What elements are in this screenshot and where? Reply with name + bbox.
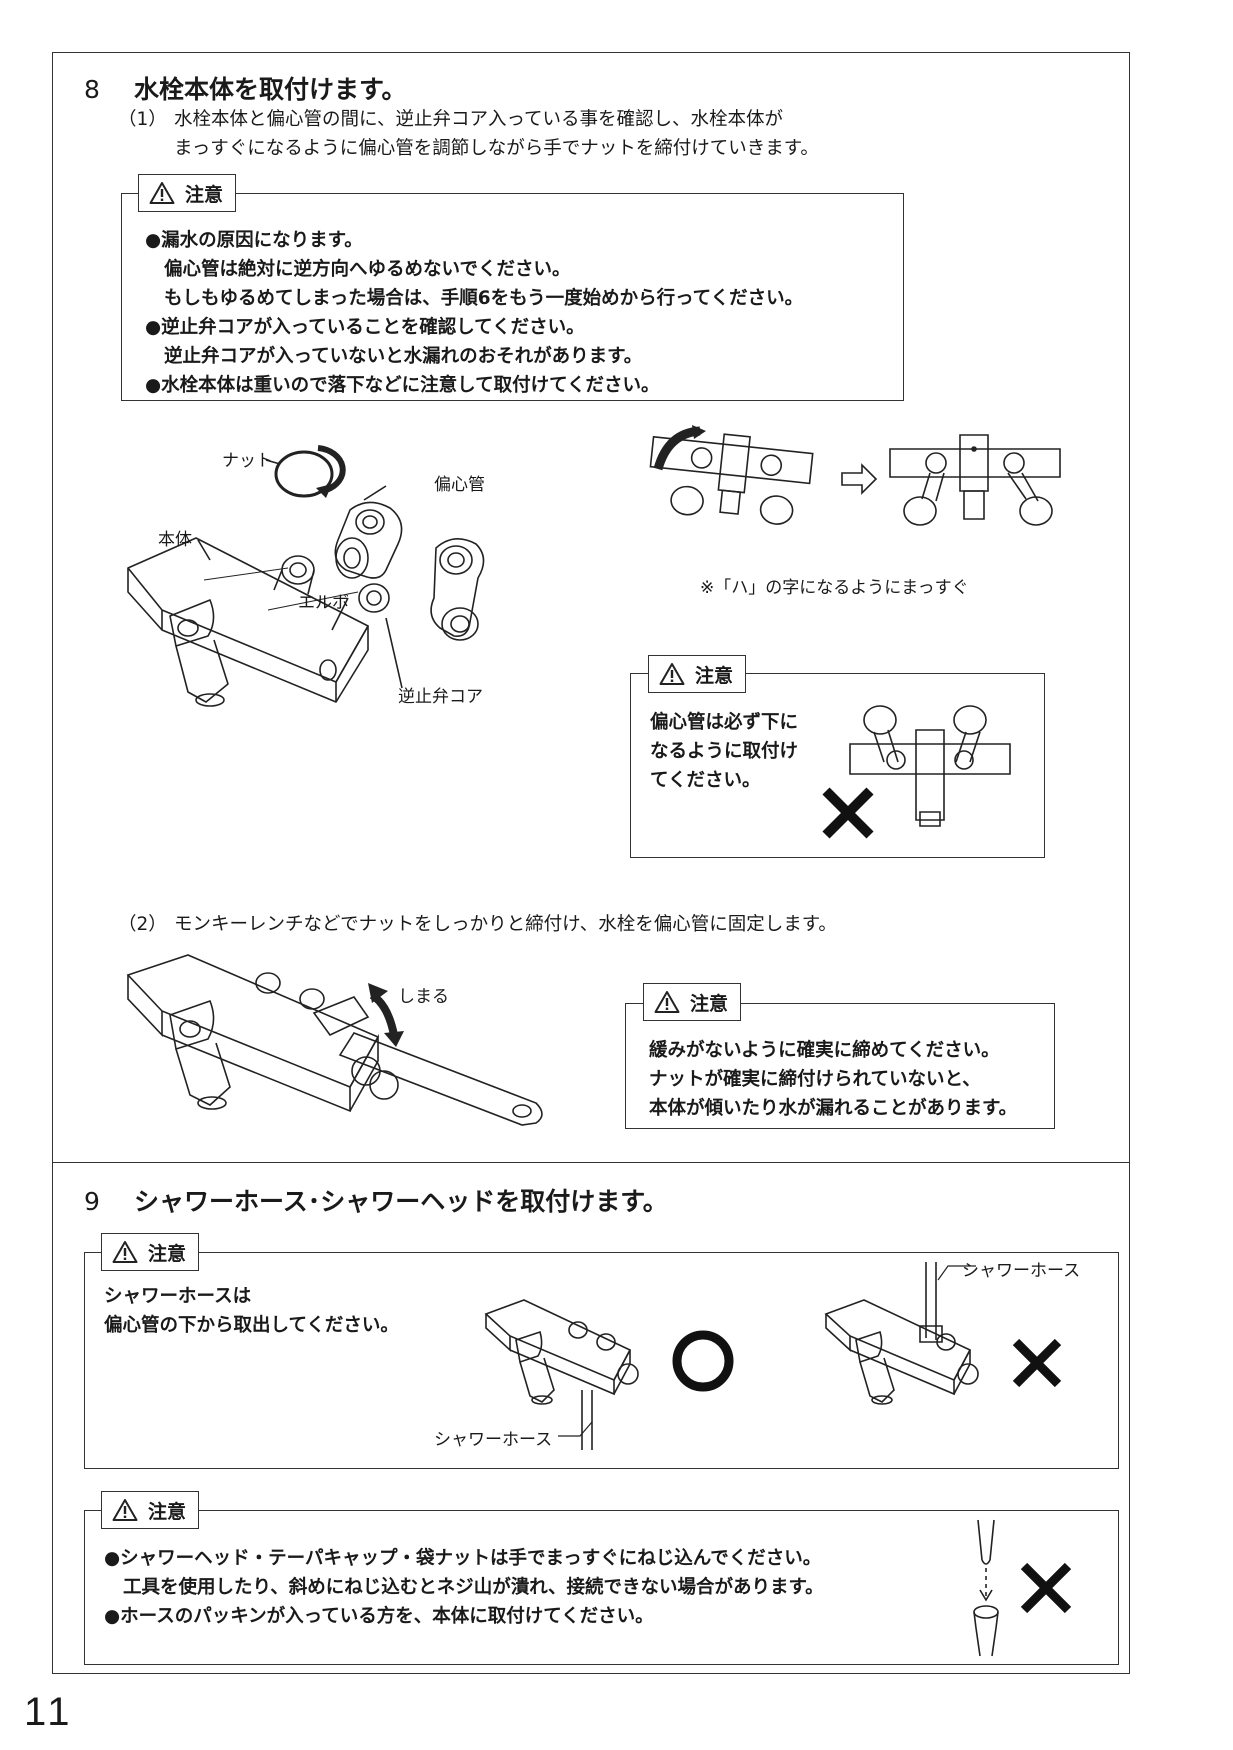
wrong-x-icon [1018, 1560, 1074, 1616]
step8-number: 8 [84, 75, 100, 104]
leader-line [938, 1262, 978, 1282]
section-divider [52, 1162, 1130, 1163]
caution-tag-4-label: 注意 [148, 1242, 187, 1265]
caution1-line: ●漏水の原因になります。 [145, 230, 363, 251]
caution2-line: てください。 [650, 770, 761, 791]
wrong-orientation-illustration [820, 700, 1030, 840]
caution1-line: 偏心管は絶対に逆方向へゆるめないでください。 [164, 259, 571, 280]
wrong-hose-illustration [818, 1262, 998, 1442]
page-frame [52, 52, 1130, 1674]
wrong-x-icon [820, 785, 876, 841]
caution3-text: 緩みがないように確実に締めてください。 ナットが確実に締付けられていないと、 本… [649, 1036, 1017, 1123]
caution3-line: 緩みがないように確実に締めてください。 [649, 1040, 1000, 1061]
label-hachi-note: ※「ハ」の字になるようにまっすぐ [700, 578, 969, 598]
wrong-x-icon [1010, 1336, 1064, 1390]
caution2-line: なるように取付け [650, 741, 799, 762]
caution4-line: 偏心管の下から取出してください。 [104, 1315, 399, 1336]
caution-tag-5-label: 注意 [148, 1500, 187, 1523]
label-check-valve-core: 逆止弁コア [398, 687, 483, 707]
caution1-line: もしもゆるめてしまった場合は、手順6をもう一度始めから行ってください。 [164, 288, 804, 309]
label-hose-bottom: シャワーホース [434, 1430, 553, 1450]
caution3-line: ナットが確実に締付けられていないと、 [649, 1069, 981, 1090]
step8-sub2-label: （2） [118, 914, 167, 935]
caution4-text: シャワーホースは 偏心管の下から取出してください。 [104, 1282, 399, 1340]
caution1-line: ●水栓本体は重いので落下などに注意して取付けてください。 [145, 375, 660, 396]
caution1-text: ●漏水の原因になります。 偏心管は絶対に逆方向へゆるめないでください。 もしもゆ… [145, 226, 803, 400]
step9-number: 9 [84, 1187, 100, 1216]
label-tighten: しまる [398, 987, 449, 1007]
step8-sub1: （1） 水栓本体と偏心管の間に、逆止弁コア入っている事を確認し、水栓本体が [118, 105, 783, 134]
warning-icon [112, 1241, 138, 1263]
step8-sub1-label: （1） [118, 109, 167, 130]
step8-sub2-text: モンキーレンチなどでナットをしっかりと締付け、水栓を偏心管に固定します。 [174, 914, 837, 935]
caution5-text: ●シャワーヘッド・テーパキャップ・袋ナットは手でまっすぐにねじ込んでください。 … [104, 1544, 824, 1631]
caution-tag-2-label: 注意 [695, 664, 734, 687]
step9-title: シャワーホース･シャワーヘッドを取付けます。 [134, 1187, 668, 1216]
caution5-line: ●シャワーヘッド・テーパキャップ・袋ナットは手でまっすぐにねじ込んでください。 [104, 1548, 822, 1569]
step9-heading: 9 シャワーホース･シャワーヘッドを取付けます。 [84, 1182, 668, 1218]
step8-sub1-line1: 水栓本体と偏心管の間に、逆止弁コア入っている事を確認し、水栓本体が [174, 109, 784, 130]
caution-tag-4: 注意 [101, 1233, 200, 1271]
caution-tag-3: 注意 [643, 983, 742, 1021]
exploded-assembly-illustration [118, 430, 558, 790]
warning-icon [149, 182, 175, 204]
faucet-alignment-illustration [640, 425, 1080, 545]
caution-tag-3-label: 注意 [690, 992, 729, 1015]
label-body: 本体 [158, 530, 192, 550]
caution-tag-2: 注意 [648, 655, 747, 693]
label-elbow: エルボ [298, 593, 349, 613]
caution-box-5 [84, 1510, 1119, 1665]
caution-box-1 [121, 193, 904, 401]
correct-circle-icon [670, 1328, 736, 1394]
caution5-line: ●ホースのパッキンが入っている方を、本体に取付けてください。 [104, 1606, 654, 1627]
correct-hose-illustration [478, 1290, 658, 1450]
wrench-tightening-illustration [118, 955, 548, 1155]
caution-tag-1-label: 注意 [185, 183, 224, 206]
leader-line [558, 1420, 598, 1440]
caution5-line: 工具を使用したり、斜めにねじ込むとネジ山が潰れ、接続できない場合があります。 [123, 1577, 824, 1598]
label-nut: ナット [222, 451, 273, 471]
warning-icon [654, 991, 680, 1013]
label-eccentric-pipe: 偏心管 [434, 475, 485, 495]
step8-sub1-line2: まっすぐになるように偏心管を調節しながら手でナットを締付けていきます。 [174, 138, 819, 159]
caution-box-3 [625, 1003, 1055, 1129]
caution4-line: シャワーホースは [104, 1286, 252, 1307]
caution2-line: 偏心管は必ず下に [650, 712, 799, 733]
label-hose-top: シャワーホース [962, 1261, 1081, 1281]
warning-icon [659, 663, 685, 685]
caution2-text: 偏心管は必ず下に なるように取付け てください。 [650, 708, 798, 795]
caution1-line: ●逆止弁コアが入っていることを確認してください。 [145, 317, 585, 338]
caution-tag-5: 注意 [101, 1491, 200, 1529]
caution-tag-1: 注意 [138, 174, 237, 212]
step8-sub2: （2） モンキーレンチなどでナットをしっかりと締付け、水栓を偏心管に固定します。 [118, 910, 837, 939]
warning-icon [112, 1499, 138, 1521]
shower-head-connection-illustration [960, 1520, 1010, 1656]
caution-box-4 [84, 1252, 1119, 1469]
step8-title: 水栓本体を取付けます。 [134, 75, 407, 104]
caution1-line: 逆止弁コアが入っていないと水漏れのおそれがあります。 [164, 346, 643, 367]
caution3-line: 本体が傾いたり水が漏れることがあります。 [649, 1098, 1018, 1119]
step8-heading: 8 水栓本体を取付けます。 [84, 70, 407, 106]
page-number: 11 [24, 1690, 74, 1734]
